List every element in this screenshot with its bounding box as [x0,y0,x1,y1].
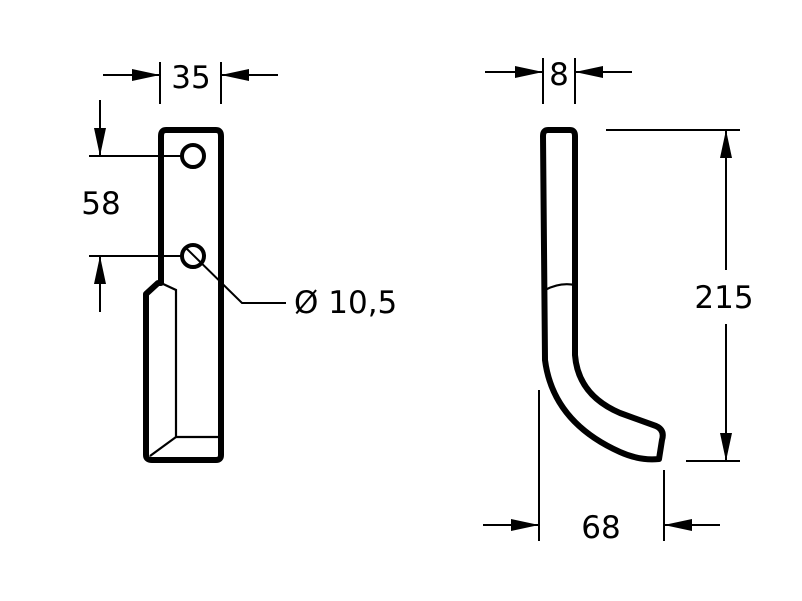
side-thickness-label: 8 [549,57,569,93]
hole-spacing-label: 58 [81,186,120,222]
front-width-label: 35 [171,60,210,96]
hole-diameter-label: Ø 10,5 [294,285,397,321]
dimension-hole-spacing: 58 [81,100,181,312]
dimension-side-thickness: 8 [485,57,632,104]
side-view [540,127,666,463]
dimension-side-height: 215 [606,129,754,462]
front-blade-outline [143,127,224,463]
dimension-side-offset: 68 [483,390,720,546]
side-blade-bend-line [544,283,576,291]
dimension-front-width: 35 [103,60,278,104]
front-bevel-corner [149,436,177,457]
front-view [143,127,224,463]
lower-hole [180,243,206,269]
side-blade-outline [540,127,666,463]
side-offset-label: 68 [581,510,620,546]
side-height-label: 215 [694,280,753,316]
dimension-hole-diameter: Ø 10,5 [185,247,397,321]
front-bevel-line [160,282,221,439]
upper-hole [180,143,206,169]
